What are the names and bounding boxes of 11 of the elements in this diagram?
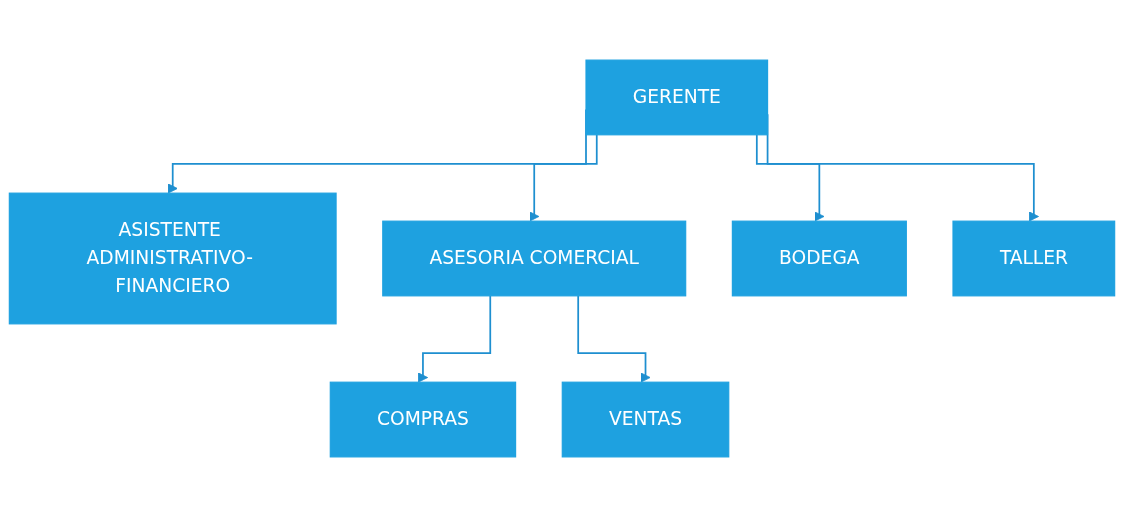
node-box: GERENTE [585, 59, 769, 136]
node-box: VENTAS [561, 381, 730, 458]
node-box: ASESORIA COMERCIAL [382, 220, 687, 297]
node-box: ASISTENTE ADMINISTRATIVO- FINANCIERO [8, 192, 337, 325]
node-box: TALLER [952, 220, 1116, 297]
arrow [755, 133, 825, 222]
arrow [529, 133, 598, 222]
node-box: BODEGA [731, 220, 907, 297]
arrow [577, 294, 651, 383]
node-box: COMPRAS [329, 381, 517, 458]
arrow [417, 294, 492, 383]
